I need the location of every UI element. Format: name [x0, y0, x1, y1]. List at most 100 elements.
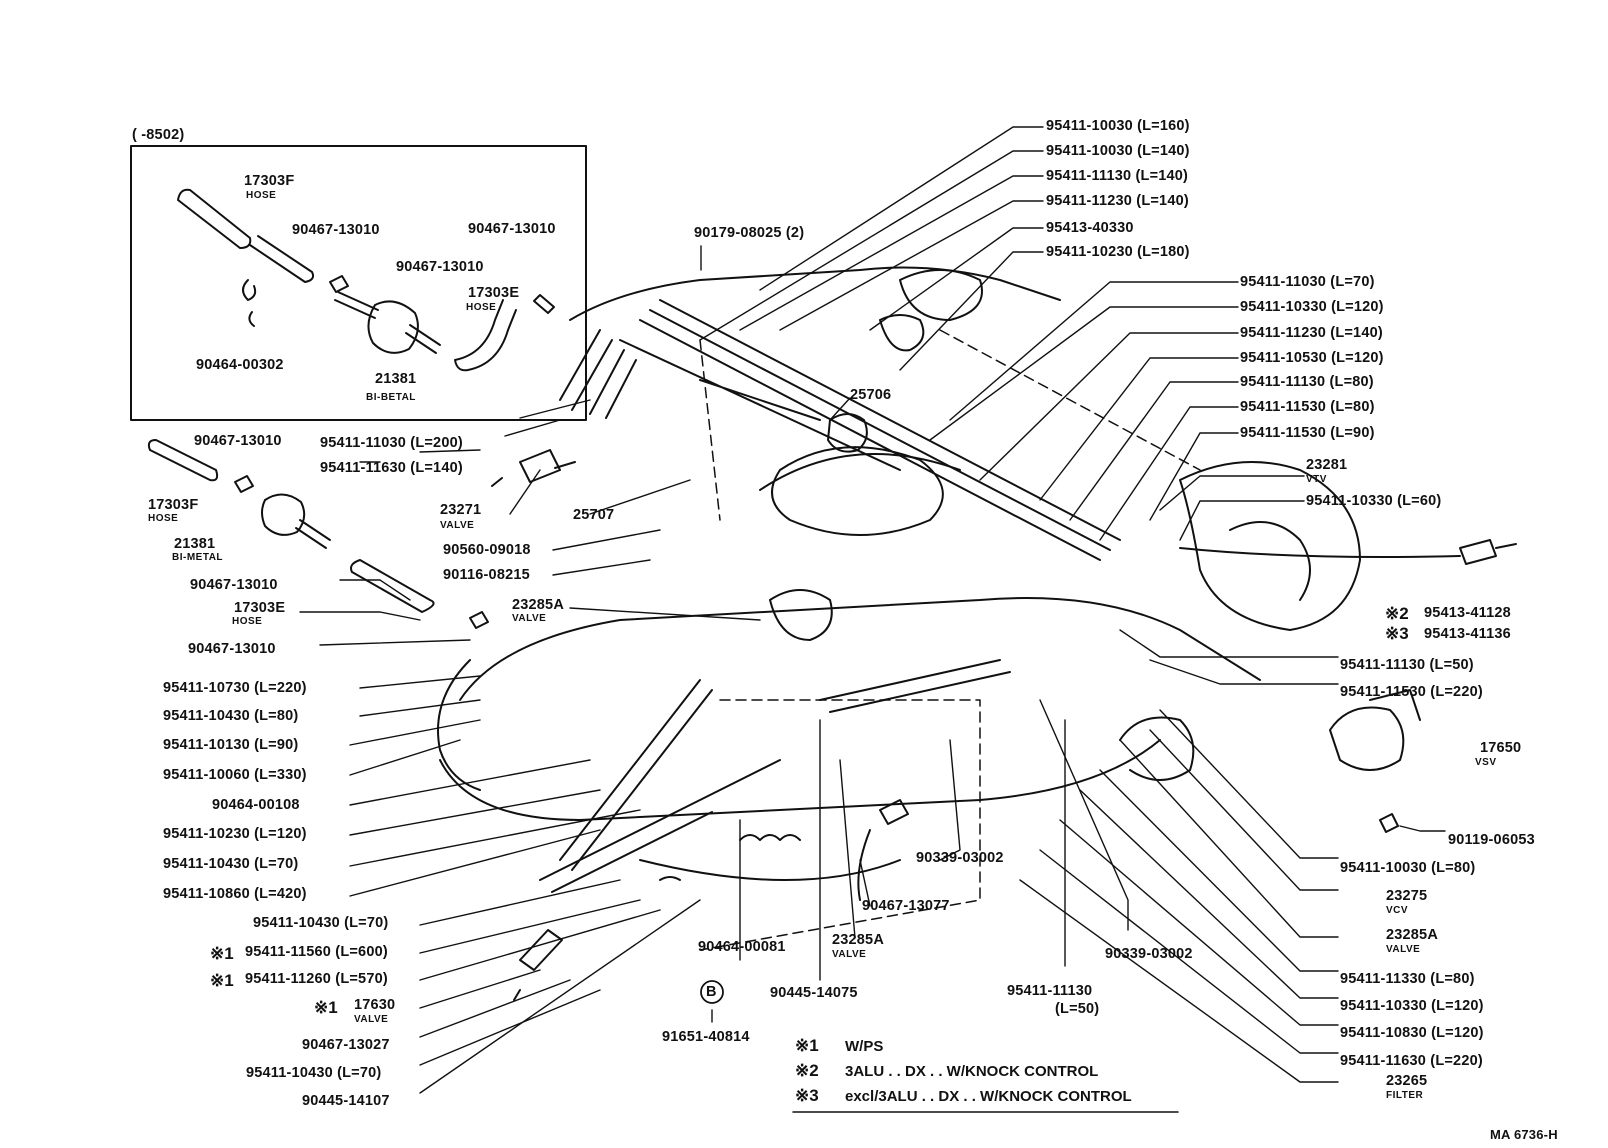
label-90339-03002-a: 90339-03002 [916, 850, 1004, 866]
label-95411-11130-bottom: 95411-11130 [1007, 983, 1093, 999]
label-23285A-bottom-sub: VALVE [832, 949, 867, 960]
label-95411-10230-120: 95411-10230 (L=120) [163, 826, 307, 842]
label-95411-11130-80: 95411-11130 (L=80) [1240, 374, 1374, 390]
label-90339-03002-b: 90339-03002 [1105, 946, 1193, 962]
label-23265-sub: FILTER [1386, 1090, 1424, 1101]
label-95413-40330: 95413-40330 [1046, 220, 1134, 236]
marker-note3: ※3 [1385, 624, 1409, 643]
dashed-references [699, 329, 1201, 951]
label-17303E-sub: HOSE [232, 616, 263, 627]
label-95411-11030-70: 95411-11030 (L=70) [1240, 274, 1375, 290]
label-90467-13010-inset-b: 90467-13010 [468, 221, 556, 237]
label-95411-10430-70a: 95411-10430 (L=70) [163, 856, 299, 872]
label-95411-10430-70b: 95411-10430 (L=70) [253, 915, 389, 931]
label-95411-11330-80: 95411-11330 (L=80) [1340, 971, 1475, 987]
label-17303E-inset: 17303E [468, 285, 520, 301]
label-95411-10330-60: 95411-10330 (L=60) [1306, 493, 1442, 509]
label-95411-10430-70c: 95411-10430 (L=70) [246, 1065, 382, 1081]
label-95411-11530-90: 95411-11530 (L=90) [1240, 425, 1375, 441]
label-90464-00108: 90464-00108 [212, 797, 300, 813]
callout-b-circle [700, 980, 724, 1004]
label-17630-sub: VALVE [354, 1014, 389, 1025]
inset-range: ( -8502) [132, 127, 185, 143]
label-25707: 25707 [573, 507, 615, 523]
label-17303F-inset: 17303F [244, 173, 295, 189]
label-91651-40814: 91651-40814 [662, 1029, 750, 1045]
label-21381-inset: 21381 [375, 371, 417, 387]
label-95411-10230-180: 95411-10230 (L=180) [1046, 244, 1190, 260]
label-95411-10830-120: 95411-10830 (L=120) [1340, 1025, 1484, 1041]
label-23271-sub: VALVE [440, 520, 475, 531]
note-2-text: 3ALU . . DX . . W/KNOCK CONTROL [845, 1063, 1099, 1080]
label-17303F: 17303F [148, 497, 199, 513]
label-17650: 17650 [1480, 740, 1522, 756]
label-90560-09018: 90560-09018 [443, 542, 531, 558]
label-23281-sub: VTV [1306, 474, 1327, 485]
label-90445-14107: 90445-14107 [302, 1093, 390, 1109]
note-1-text: W/PS [845, 1038, 884, 1055]
label-95411-10130: 95411-10130 (L=90) [163, 737, 299, 753]
label-17650-sub: VSV [1475, 757, 1497, 768]
label-90464-00081: 90464-00081 [698, 939, 786, 955]
label-95411-11230-140: 95411-11230 (L=140) [1046, 193, 1189, 209]
label-23281: 23281 [1306, 457, 1348, 473]
note-3-mark: ※3 [795, 1086, 819, 1105]
figure-code: MA 6736-H [1490, 1127, 1558, 1142]
label-95411-10430-80: 95411-10430 (L=80) [163, 708, 299, 724]
marker-note1-c: ※1 [314, 998, 338, 1017]
label-90467-13010-inset-c: 90467-13010 [396, 259, 484, 275]
label-95411-11630-220: 95411-11630 (L=220) [1340, 1053, 1483, 1069]
marker-note1-a: ※1 [210, 944, 234, 963]
note-3-text: excl/3ALU . . DX . . W/KNOCK CONTROL [845, 1088, 1132, 1105]
label-90445-14075: 90445-14075 [770, 985, 858, 1001]
label-95411-10030-160: 95411-10030 (L=160) [1046, 118, 1190, 134]
inset-frame [130, 145, 587, 421]
label-17303E-inset-sub: HOSE [466, 302, 497, 313]
label-95411-11130-140: 95411-11130 (L=140) [1046, 168, 1189, 184]
label-95411-11530-80: 95411-11530 (L=80) [1240, 399, 1375, 415]
label-23285A-right-sub: VALVE [1386, 944, 1421, 955]
label-95411-10060: 95411-10060 (L=330) [163, 767, 307, 783]
label-21381: 21381 [174, 536, 216, 552]
label-90467-13077: 90467-13077 [862, 898, 950, 914]
label-23271: 23271 [440, 502, 482, 518]
label-95411-10530-120: 95411-10530 (L=120) [1240, 350, 1384, 366]
label-95411-11260: 95411-11260 (L=570) [245, 971, 388, 987]
label-95411-11130-50-r: 95411-11130 (L=50) [1340, 657, 1474, 673]
label-95411-10860: 95411-10860 (L=420) [163, 886, 307, 902]
label-17303F-inset-sub: HOSE [246, 190, 277, 201]
label-95411-11630-140: 95411-11630 (L=140) [320, 460, 463, 476]
label-90467-13010-b: 90467-13010 [190, 577, 278, 593]
label-23285A-right: 23285A [1386, 927, 1438, 943]
label-95413-41128: 95413-41128 [1424, 605, 1511, 621]
label-25706: 25706 [850, 387, 892, 403]
leader-lines [299, 126, 1446, 1094]
marker-note2: ※2 [1385, 604, 1409, 623]
label-95411-11560: 95411-11560 (L=600) [245, 944, 388, 960]
label-90119-06053: 90119-06053 [1448, 832, 1535, 848]
label-23285A-left: 23285A [512, 597, 564, 613]
label-95411-11530-220: 95411-11530 (L=220) [1340, 684, 1483, 700]
label-23275: 23275 [1386, 888, 1428, 904]
label-23265: 23265 [1386, 1073, 1428, 1089]
label-95413-41136: 95413-41136 [1424, 626, 1511, 642]
callout-b-letter: B [706, 984, 717, 1000]
label-90467-13027: 90467-13027 [302, 1037, 390, 1053]
label-21381-sub: BI-METAL [172, 552, 224, 563]
label-17630: 17630 [354, 997, 396, 1013]
inset-parts [177, 188, 555, 372]
label-23275-sub: VCV [1386, 905, 1409, 916]
label-17303F-sub: HOSE [148, 513, 179, 524]
engine-outline [437, 266, 1517, 1001]
label-90179-08025: 90179-08025 (2) [694, 225, 805, 241]
label-95411-10730: 95411-10730 (L=220) [163, 680, 307, 696]
label-90467-13010-c: 90467-13010 [188, 641, 276, 657]
label-90464-00302: 90464-00302 [196, 357, 284, 373]
label-21381-inset-sub: BI-BETAL [366, 392, 416, 403]
label-95411-10030-80: 95411-10030 (L=80) [1340, 860, 1476, 876]
label-90116-08215: 90116-08215 [443, 567, 530, 583]
label-95411-11030-200: 95411-11030 (L=200) [320, 435, 463, 451]
note-2-mark: ※2 [795, 1061, 819, 1080]
label-90467-13010-inset-a: 90467-13010 [292, 222, 380, 238]
label-95411-10330-120b: 95411-10330 (L=120) [1340, 998, 1484, 1014]
